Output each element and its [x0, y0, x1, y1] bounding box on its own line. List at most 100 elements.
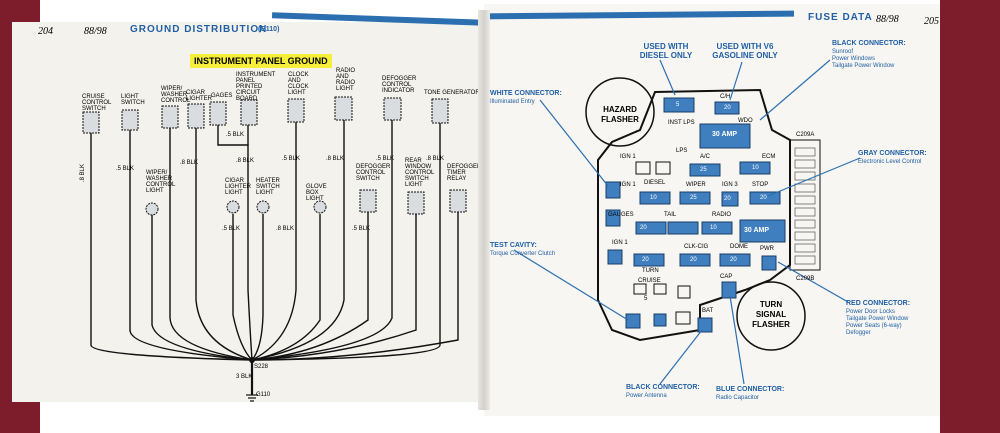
- blue-connector-item: Radio Capacitor: [716, 395, 760, 401]
- fuse-label: PWR: [760, 246, 774, 252]
- wire-label: .8 BLK: [236, 158, 255, 164]
- fuse-amps: 30 AMP: [744, 227, 770, 234]
- fuse-label: STOP: [752, 182, 769, 188]
- cigar-lighter-light-label: CIGAR LIGHTER LIGHT: [225, 178, 252, 196]
- test-cavity-item: Torque Converter Clutch: [490, 251, 556, 257]
- fuse-amps: 5: [644, 296, 648, 302]
- fuse-label: CLK-CIG: [684, 244, 709, 250]
- fuse-amps: 10: [710, 225, 717, 231]
- defogger-control-switch-label: DEFOGGER CONTROL SWITCH: [356, 164, 391, 182]
- fuse-label: DIESEL: [644, 180, 666, 186]
- wire-label: .8 BLK: [326, 156, 345, 162]
- defogger-indicator-label: DEFOGGER CONTROL INDICATOR: [382, 76, 417, 94]
- red-connector-title: RED CONNECTOR:: [846, 300, 911, 307]
- left-page-number: 204: [38, 26, 53, 37]
- fuse-label: ECM: [762, 154, 776, 160]
- splice-label: S228: [254, 364, 269, 370]
- wire-label: .5 BLK: [222, 226, 241, 232]
- glove-box-light-label: GLOVE BOX LIGHT: [306, 184, 327, 202]
- fuse-amps: 20: [640, 225, 647, 231]
- cigar-lighter-label: CIGAR LIGHTER: [186, 90, 213, 102]
- fuse-label: TAIL: [664, 212, 677, 218]
- fuse-label: LPS: [676, 148, 688, 154]
- heater-switch-light-label: HEATER SWITCH LIGHT: [256, 178, 280, 196]
- fuse-amps: 5: [676, 102, 680, 108]
- fuse-amps: 20: [760, 195, 767, 201]
- connector-c209a: C209A: [796, 132, 815, 138]
- right-year-range: 88/98: [876, 14, 899, 25]
- ground-label: G110: [256, 392, 271, 398]
- fuse-label: CRUISE: [638, 278, 661, 284]
- fuse-label: INST LPS: [668, 120, 695, 126]
- black-connector-top-item: Power Windows: [832, 56, 876, 62]
- book-cover-right: [940, 0, 1000, 433]
- gages-label: GAGES: [211, 93, 233, 99]
- fuse-label: DOME: [730, 244, 748, 250]
- box: [82, 111, 100, 134]
- red-connector-item: Tailgate Power Window: [846, 316, 909, 322]
- wiper-washer-control-label: WIPER/ WASHER CONTROL: [161, 86, 191, 104]
- connector-c209b: C209B: [796, 276, 815, 282]
- diagram-title: INSTRUMENT PANEL GROUND: [190, 54, 332, 68]
- book-spine: [478, 10, 490, 410]
- defogger-timer-relay-label: DEFOGGER TIMER RELAY: [447, 164, 482, 182]
- fuse-label: C/H: [720, 94, 731, 100]
- fuse-label: WDO: [738, 118, 753, 124]
- printed-circuit-board-label: INSTRUMENT PANEL PRINTED CIRCUIT BOARD: [236, 72, 276, 102]
- cruise-control-switch-label: CRUISE CONTROL SWITCH: [82, 94, 112, 112]
- right-page-title: FUSE DATA: [808, 12, 873, 23]
- right-page: [484, 4, 940, 416]
- hazard-flasher-label: HAZARD FLASHER: [601, 105, 639, 124]
- fuse-label: IGN 1: [620, 182, 636, 188]
- wire-label: .5 BLK: [352, 226, 371, 232]
- black-connector-top-item: Sunroof: [832, 49, 854, 55]
- fuse-amps: 25: [690, 195, 697, 201]
- wire-label: .5 BLK: [116, 166, 135, 172]
- diesel-callout: USED WITH DIESEL ONLY: [639, 42, 693, 60]
- red-connector-item: Power Door Locks: [846, 309, 896, 315]
- fuse-label: CAP: [720, 274, 733, 280]
- fuse-amps: 20: [724, 105, 731, 111]
- fuse-amps: 20: [642, 257, 649, 263]
- radio-label: RADIO AND RADIO LIGHT: [336, 68, 356, 92]
- light-switch-label: LIGHT SWITCH: [121, 94, 145, 106]
- left-year-range: 88/98: [84, 26, 107, 37]
- wire-label: .8 BLK: [276, 226, 295, 232]
- wiper-washer-light-label: WIPER/ WASHER CONTROL LIGHT: [146, 170, 176, 194]
- main-wire-label: 3 BLK: [236, 374, 253, 380]
- fuse-amps: 20: [690, 257, 697, 263]
- fuse-label: TURN: [642, 268, 659, 274]
- fuse-label: WIPER: [686, 182, 706, 188]
- fuse-amps: 20: [730, 257, 737, 263]
- fuse-amps: 30 AMP: [712, 131, 738, 138]
- fuse-label: BAT: [702, 308, 714, 314]
- white-connector-item: Illuminated Entry: [490, 99, 535, 105]
- gray-connector-item: Electronic Level Control: [858, 159, 922, 165]
- black-connector-top-item: Tailgate Power Window: [832, 63, 895, 69]
- v6-callout: USED WITH V6 GASOLINE ONLY: [712, 42, 778, 60]
- wire-label: .5 BLK: [226, 132, 245, 138]
- tone-generator-label: TONE GENERATOR: [424, 90, 480, 96]
- fuse-label: IGN 1: [620, 154, 636, 160]
- left-page-title: GROUND DISTRIBUTION: [130, 24, 268, 35]
- fuse-amps: 10: [650, 195, 657, 201]
- wire-label: .8 BLK: [180, 160, 199, 166]
- black-connector-bottom-item: Power Antenna: [626, 393, 667, 399]
- fuse-amps: 10: [752, 165, 759, 171]
- right-page-number: 205: [924, 16, 939, 27]
- wire-label: .5 BLK: [376, 156, 395, 162]
- red-connector-item: Defogger: [846, 330, 871, 336]
- clock-label: CLOCK AND CLOCK LIGHT: [288, 72, 309, 96]
- wire-label: .8 BLK: [426, 156, 445, 162]
- left-title-code: (G110): [258, 26, 280, 33]
- rear-window-switch-label: REAR WINDOW CONTROL SWITCH LIGHT: [405, 158, 435, 188]
- wire-label: .5 BLK: [282, 156, 301, 162]
- fuse-label: RADIO: [712, 212, 732, 218]
- fuse-amps: 20: [724, 196, 731, 202]
- black-connector-top-title: BLACK CONNECTOR:: [832, 40, 906, 47]
- gray-connector-title: GRAY CONNECTOR:: [858, 150, 927, 157]
- turn-signal-flasher-label: TURN SIGNAL FLASHER: [752, 300, 790, 329]
- white-connector-title: WHITE CONNECTOR:: [490, 90, 562, 97]
